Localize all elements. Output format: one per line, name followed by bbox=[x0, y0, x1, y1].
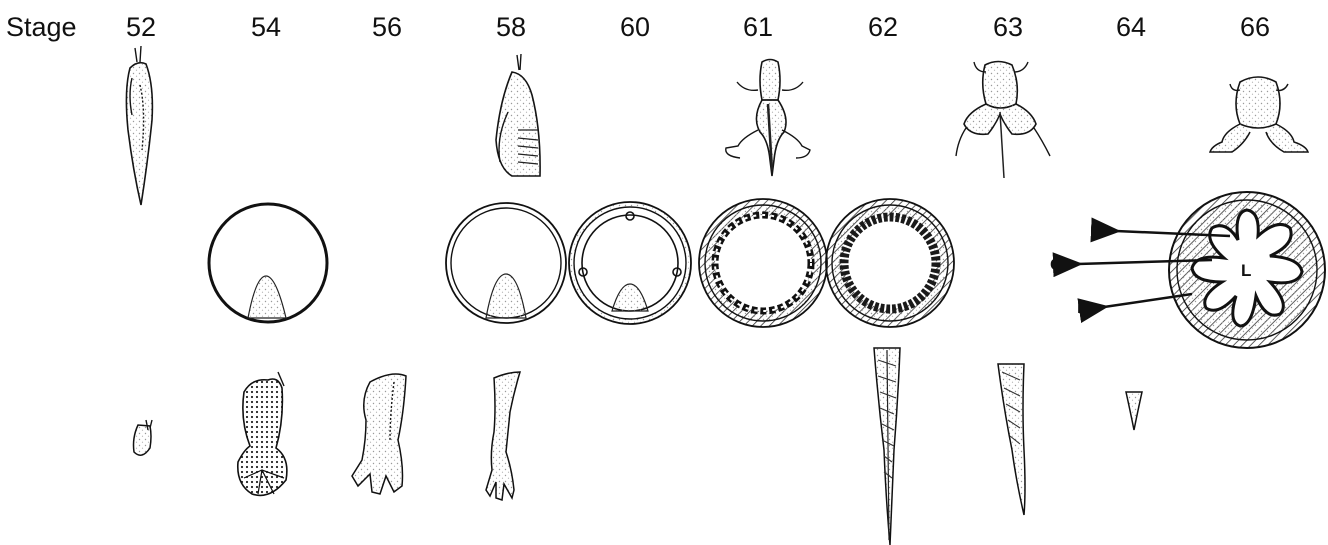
tadpole-stage-52 bbox=[126, 46, 152, 205]
tail-stage-63 bbox=[998, 364, 1025, 515]
cross-section-stage-54 bbox=[209, 204, 327, 322]
stage-number-66: 66 bbox=[1240, 12, 1270, 42]
label-lumen: L bbox=[1241, 261, 1251, 280]
label-epithelium: E bbox=[1090, 223, 1101, 242]
stage-number-56: 56 bbox=[372, 12, 402, 42]
tadpole-stage-58 bbox=[496, 54, 540, 176]
label-connective: C bbox=[1050, 255, 1062, 274]
cross-section-stage-60 bbox=[569, 202, 691, 324]
stage-number-52: 52 bbox=[126, 12, 156, 42]
stage-number-64: 64 bbox=[1116, 12, 1146, 42]
tail-remnant-stage-64 bbox=[1126, 392, 1142, 430]
cross-section-stage-61 bbox=[699, 199, 827, 327]
stage-number-58: 58 bbox=[496, 12, 526, 42]
leg-stage-58 bbox=[486, 372, 520, 500]
stage-number-62: 62 bbox=[868, 12, 898, 42]
label-muscle: M bbox=[1077, 298, 1091, 317]
tail-stage-62 bbox=[874, 348, 900, 545]
froglet-stage-61 bbox=[726, 60, 810, 177]
cross-section-stage-58 bbox=[446, 203, 566, 323]
cross-section-stage-66: L E C M bbox=[1050, 192, 1325, 348]
frog-stage-66 bbox=[1210, 77, 1308, 152]
stage-number-63: 63 bbox=[993, 12, 1023, 42]
froglet-stage-63 bbox=[956, 62, 1050, 179]
stage-header-label: Stage bbox=[6, 12, 77, 42]
cross-section-stage-62 bbox=[826, 199, 954, 327]
stage-number-54: 54 bbox=[251, 12, 281, 42]
limb-stage-54 bbox=[238, 372, 287, 495]
limb-bud-stage-52 bbox=[134, 420, 153, 455]
stage-number-60: 60 bbox=[620, 12, 650, 42]
stage-number-61: 61 bbox=[743, 12, 773, 42]
limb-stage-56 bbox=[352, 374, 406, 494]
